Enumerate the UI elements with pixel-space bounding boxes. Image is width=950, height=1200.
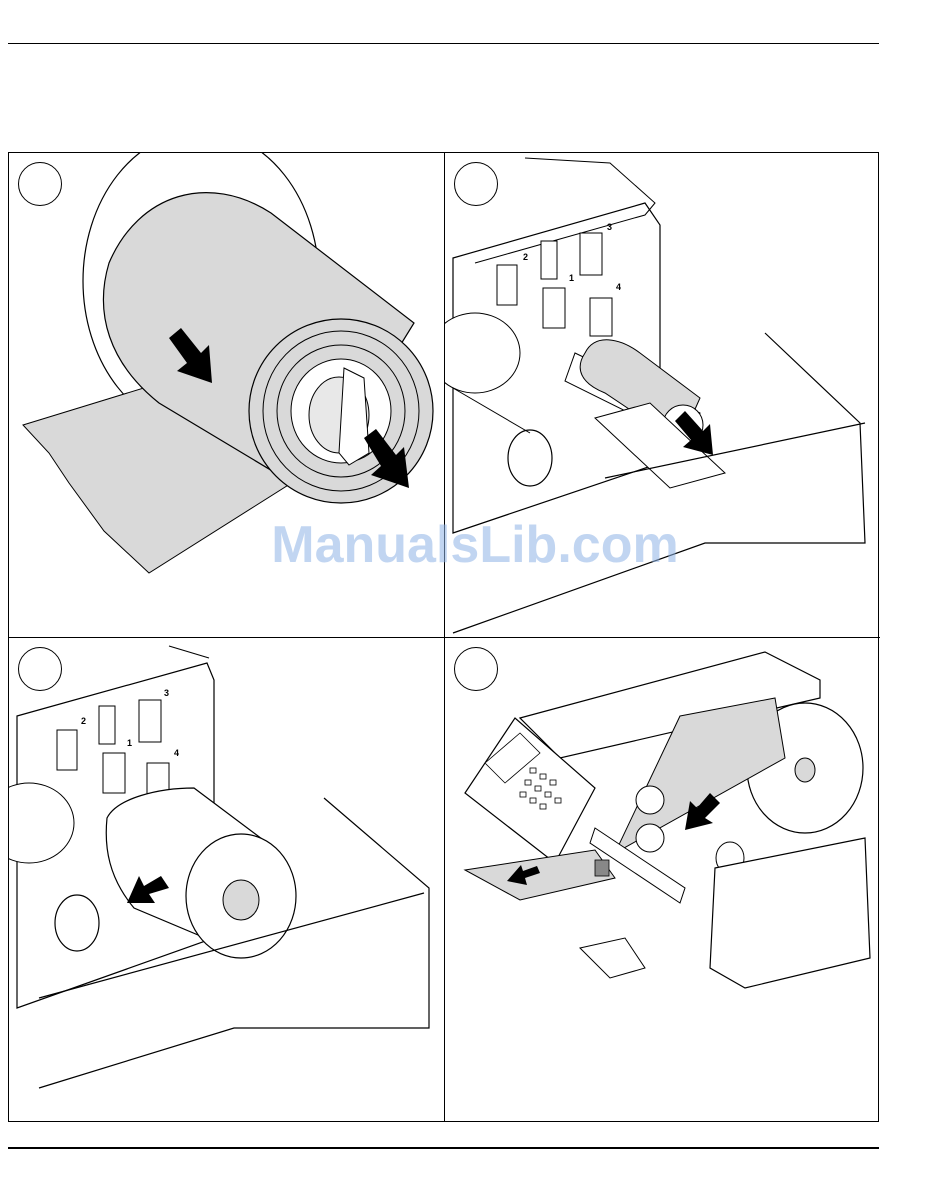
slot-label: 2 <box>81 716 86 726</box>
panel-step-4 <box>445 638 880 1122</box>
slot-label: 1 <box>127 738 132 748</box>
slot-label: 4 <box>616 282 621 292</box>
printer-spindle-illustration: 2 3 1 4 <box>445 153 880 637</box>
load-roll-illustration: 2 3 1 4 <box>9 638 444 1122</box>
slot-label: 2 <box>523 252 528 262</box>
slot-label: 3 <box>607 222 612 232</box>
footer-rule <box>8 1147 879 1149</box>
panel-step-3: 2 3 1 4 <box>9 638 445 1122</box>
panel-step-1 <box>9 153 445 638</box>
panel-step-2: 2 3 1 4 <box>445 153 880 638</box>
step-2-marker <box>454 162 498 206</box>
ribbon-roll-illustration <box>9 153 444 637</box>
step-4-marker <box>454 647 498 691</box>
step-3-marker <box>18 647 62 691</box>
step-1-marker <box>18 162 62 206</box>
slot-label: 1 <box>569 273 574 283</box>
header-rule <box>8 43 879 44</box>
slot-label: 3 <box>164 688 169 698</box>
slot-label: 4 <box>174 748 179 758</box>
media-path-illustration <box>445 638 880 1122</box>
illustration-grid: 2 3 1 4 <box>8 152 879 1122</box>
